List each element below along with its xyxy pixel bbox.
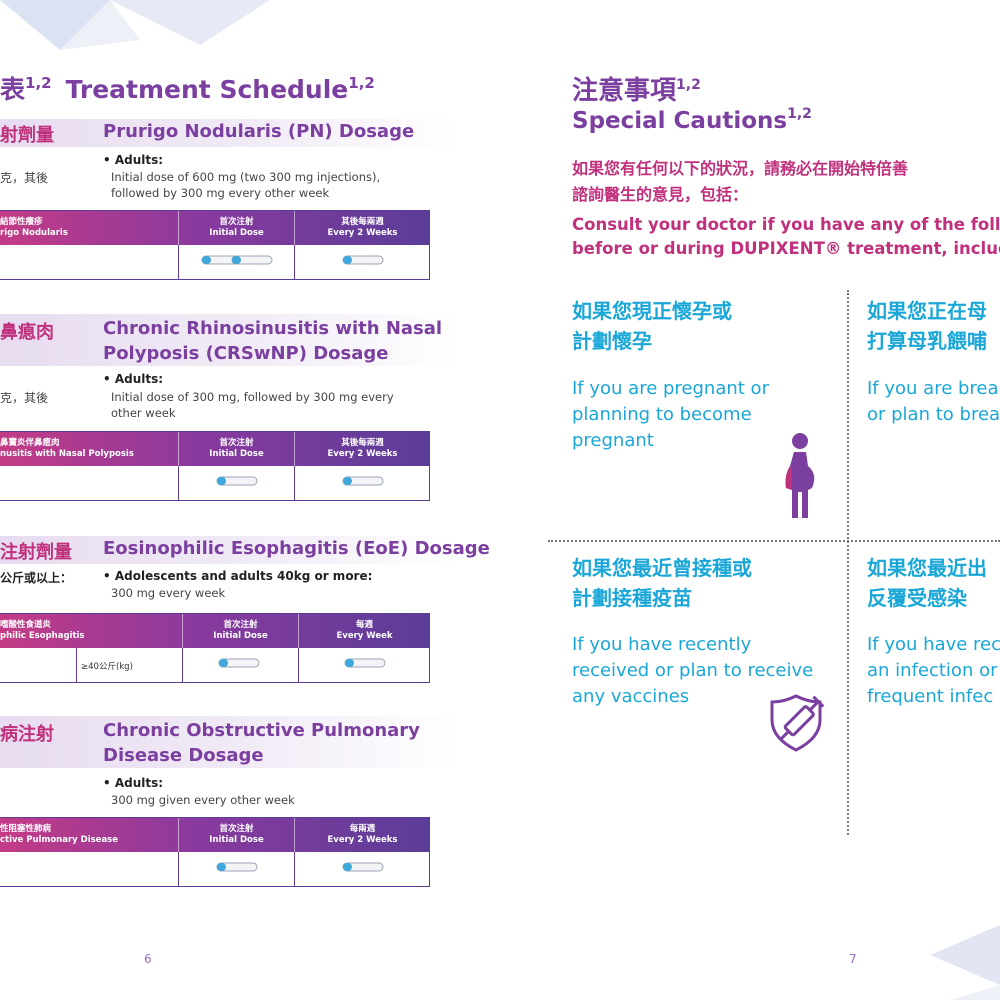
section-band: [0, 716, 460, 768]
bullet-text: 300 mg every week: [111, 586, 226, 600]
bullet-text: Initial dose of 300 mg, followed by 300 …: [111, 390, 394, 420]
quadrant-divider-vertical: [847, 290, 849, 835]
weight-cell: ≥40公斤(kg): [76, 648, 182, 682]
followup-dose-cell: [298, 648, 430, 682]
initial-dose-cell: [178, 852, 294, 886]
section-heading-en: Eosinophilic Esophagitis (EoE) Dosage: [103, 538, 490, 559]
injection-pen-icon: [342, 862, 384, 872]
injection-pen-icon: [344, 658, 386, 668]
caution-heading-zh: 如果您現正懷孕或計劃懷孕: [572, 299, 732, 353]
dose-note-zh: 克，其後: [0, 171, 49, 185]
caution-heading-zh: 如果您正在母打算母乳餵哺: [867, 299, 987, 353]
dose-note-zh: 公斤或以上：: [0, 571, 73, 585]
injection-pen-icon: [231, 255, 273, 265]
cautions-title-en: Special Cautions1,2: [572, 106, 812, 134]
section-heading-en: Prurigo Nodularis (PN) Dosage: [103, 121, 415, 142]
initial-dose-cell: [182, 648, 298, 682]
initial-dose-cell: [178, 245, 294, 279]
injection-pen-icon: [342, 476, 384, 486]
section-heading-zh: 鼻瘜肉: [0, 322, 54, 343]
bullet-heading: • Adults:: [103, 153, 164, 167]
injection-pen-icon: [218, 658, 260, 668]
injection-pen-icon: [216, 862, 258, 872]
caution-heading-zh: 如果您最近曾接種或計劃接種疫苗: [572, 556, 752, 610]
section-band: [0, 536, 460, 564]
pregnant-woman-icon: [785, 433, 815, 518]
injection-pen-icon: [342, 255, 384, 265]
page-number: 7: [849, 952, 857, 966]
cautions-title-zh: 注意事項1,2: [572, 76, 701, 106]
bullet-heading: • Adults:: [103, 776, 164, 790]
bullet-heading: • Adolescents and adults 40kg or more:: [103, 569, 373, 583]
section-heading-zh: 射劑量: [0, 125, 54, 146]
section-heading-en: Chronic Rhinosinusitis with Nasal Polypo…: [103, 318, 443, 364]
vaccine-shield-icon: [770, 694, 825, 752]
bullet-text: Initial dose of 600 mg (two 300 mg injec…: [111, 170, 381, 200]
decorative-triangles-top: [0, 0, 270, 50]
section-band: [0, 314, 460, 366]
intro-text-en: Consult your doctor if you have any of t…: [572, 215, 1000, 258]
dose-note-zh: 克，其後: [0, 391, 49, 405]
caution-heading-zh: 如果您最近出反覆受感染: [867, 556, 987, 610]
section-heading-en: Chronic Obstructive Pulmonary Disease Do…: [103, 720, 420, 766]
bullet-heading: • Adults:: [103, 372, 164, 386]
quadrant-divider-horizontal: [548, 540, 1000, 542]
intro-text-zh: 如果您有任何以下的狀況，請務必在開始特倍善 諮詢醫生的意見，包括：: [572, 159, 909, 204]
page-number: 6: [144, 952, 152, 966]
section-heading-zh: 注射劑量: [0, 542, 72, 563]
bullet-text: 300 mg given every other week: [111, 793, 295, 807]
section-heading-zh: 病注射: [0, 724, 54, 745]
section-band: [0, 119, 460, 147]
followup-dose-cell: [294, 852, 430, 886]
followup-dose-cell: [294, 245, 430, 279]
initial-dose-cell: [178, 466, 294, 500]
injection-pen-icon: [216, 476, 258, 486]
followup-dose-cell: [294, 466, 430, 500]
decorative-triangles-bottom: [930, 925, 1000, 1000]
weight-threshold: ≥40公斤(kg): [81, 662, 133, 672]
